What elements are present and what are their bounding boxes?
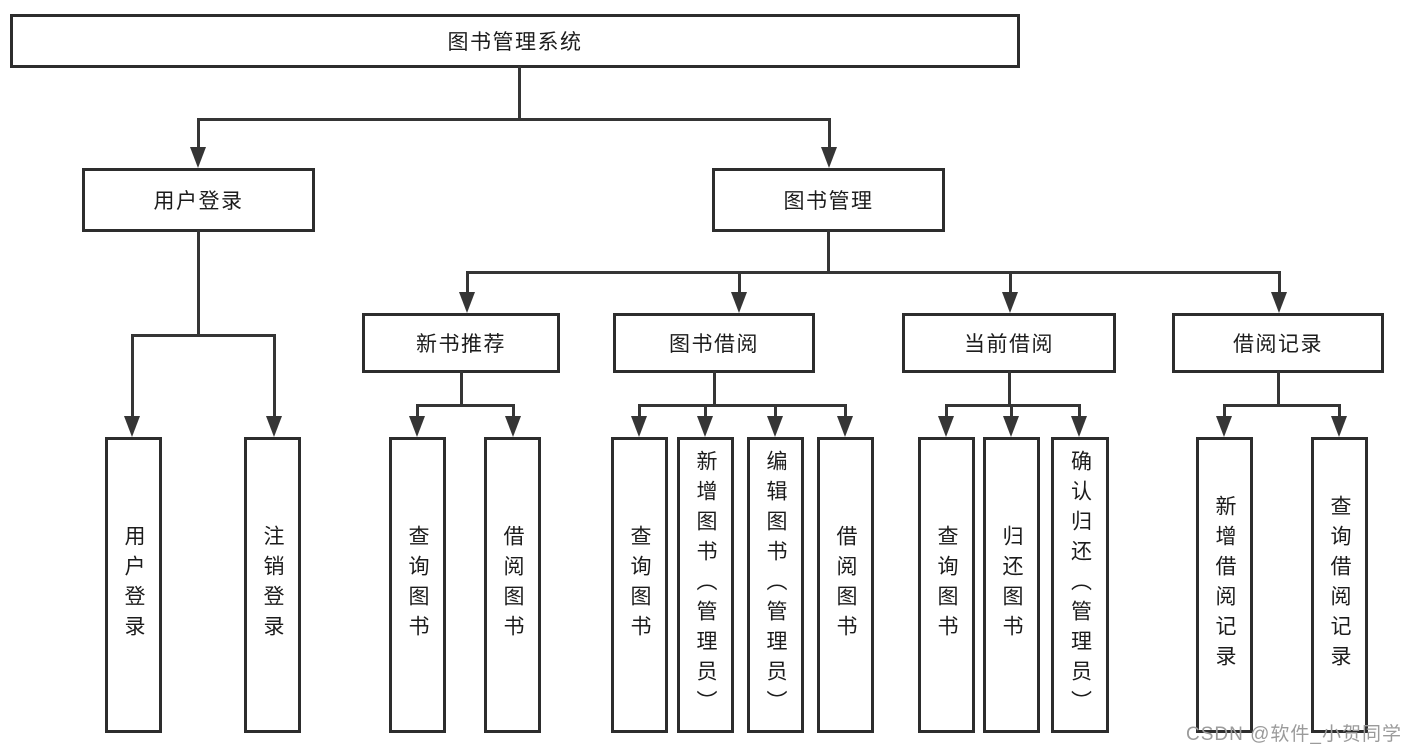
connector-arrowhead (1216, 416, 1232, 437)
connector-vline (827, 230, 830, 274)
leaf-edit-book-admin: 编辑图书（管理员） (747, 437, 804, 733)
connector-vline (273, 334, 276, 418)
leaf-borrow-book: 借阅图书 (817, 437, 874, 733)
node-new-book-recommend: 新书推荐 (362, 313, 560, 373)
connector-arrowhead (1003, 416, 1019, 437)
connector-vline (197, 230, 200, 336)
leaf-query-borrow-record: 查询借阅记录 (1311, 437, 1368, 733)
connector-vline (704, 404, 707, 418)
connector-arrowhead (1331, 416, 1347, 437)
leaf-query-book-recommend: 查询图书 (389, 437, 446, 733)
connector-vline (738, 271, 741, 294)
node-user-login: 用户登录 (82, 168, 315, 232)
connector-arrowhead (631, 416, 647, 437)
connector-vline (828, 118, 831, 149)
connector-arrowhead (1271, 292, 1287, 313)
connector-hline (1223, 404, 1341, 407)
connector-arrowhead (731, 292, 747, 313)
connector-arrowhead (409, 416, 425, 437)
leaf-query-book-current: 查询图书 (918, 437, 975, 733)
connector-vline (518, 66, 521, 120)
leaf-add-book-admin: 新增图书（管理员） (677, 437, 734, 733)
connector-vline (1338, 404, 1341, 418)
node-borrowing-records: 借阅记录 (1172, 313, 1384, 373)
connector-arrowhead (505, 416, 521, 437)
connector-vline (416, 404, 419, 418)
csdn-watermark: CSDN @软件_小贺同学 (1186, 724, 1402, 745)
leaf-query-book-borrowing: 查询图书 (611, 437, 668, 733)
node-library-system: 图书管理系统 (10, 14, 1020, 68)
connector-arrowhead (1071, 416, 1087, 437)
leaf-borrow-book-recommend: 借阅图书 (484, 437, 541, 733)
connector-arrowhead (821, 147, 837, 168)
connector-arrowhead (124, 416, 140, 437)
connector-arrowhead (266, 416, 282, 437)
connector-vline (713, 371, 716, 407)
leaf-logout: 注销登录 (244, 437, 301, 733)
connector-vline (638, 404, 641, 418)
connector-hline (416, 404, 515, 407)
connector-vline (460, 371, 463, 407)
node-current-borrowing: 当前借阅 (902, 313, 1116, 373)
connector-hline (638, 404, 846, 407)
connector-arrowhead (938, 416, 954, 437)
connector-vline (512, 404, 515, 418)
connector-arrowhead (190, 147, 206, 168)
node-book-borrowing: 图书借阅 (613, 313, 815, 373)
connector-vline (1008, 371, 1011, 407)
connector-arrowhead (459, 292, 475, 313)
connector-arrowhead (697, 416, 713, 437)
connector-arrowhead (1002, 292, 1018, 313)
connector-vline (1278, 271, 1281, 294)
connector-vline (1277, 371, 1280, 407)
connector-vline (197, 118, 200, 149)
leaf-return-book: 归还图书 (983, 437, 1040, 733)
connector-vline (1078, 404, 1081, 418)
connector-vline (131, 334, 134, 418)
connector-arrowhead (767, 416, 783, 437)
leaf-confirm-return-admin: 确认归还（管理员） (1051, 437, 1109, 733)
connector-vline (774, 404, 777, 418)
connector-vline (1009, 271, 1012, 294)
connector-vline (1223, 404, 1226, 418)
leaf-user-login: 用户登录 (105, 437, 162, 733)
connector-hline (131, 334, 275, 337)
node-book-management: 图书管理 (712, 168, 945, 232)
connector-vline (945, 404, 948, 418)
connector-hline (466, 271, 1280, 274)
connector-vline (466, 271, 469, 294)
connector-vline (844, 404, 847, 418)
connector-arrowhead (837, 416, 853, 437)
connector-vline (1010, 404, 1013, 418)
leaf-add-borrow-record: 新增借阅记录 (1196, 437, 1253, 733)
connector-hline (197, 118, 831, 121)
